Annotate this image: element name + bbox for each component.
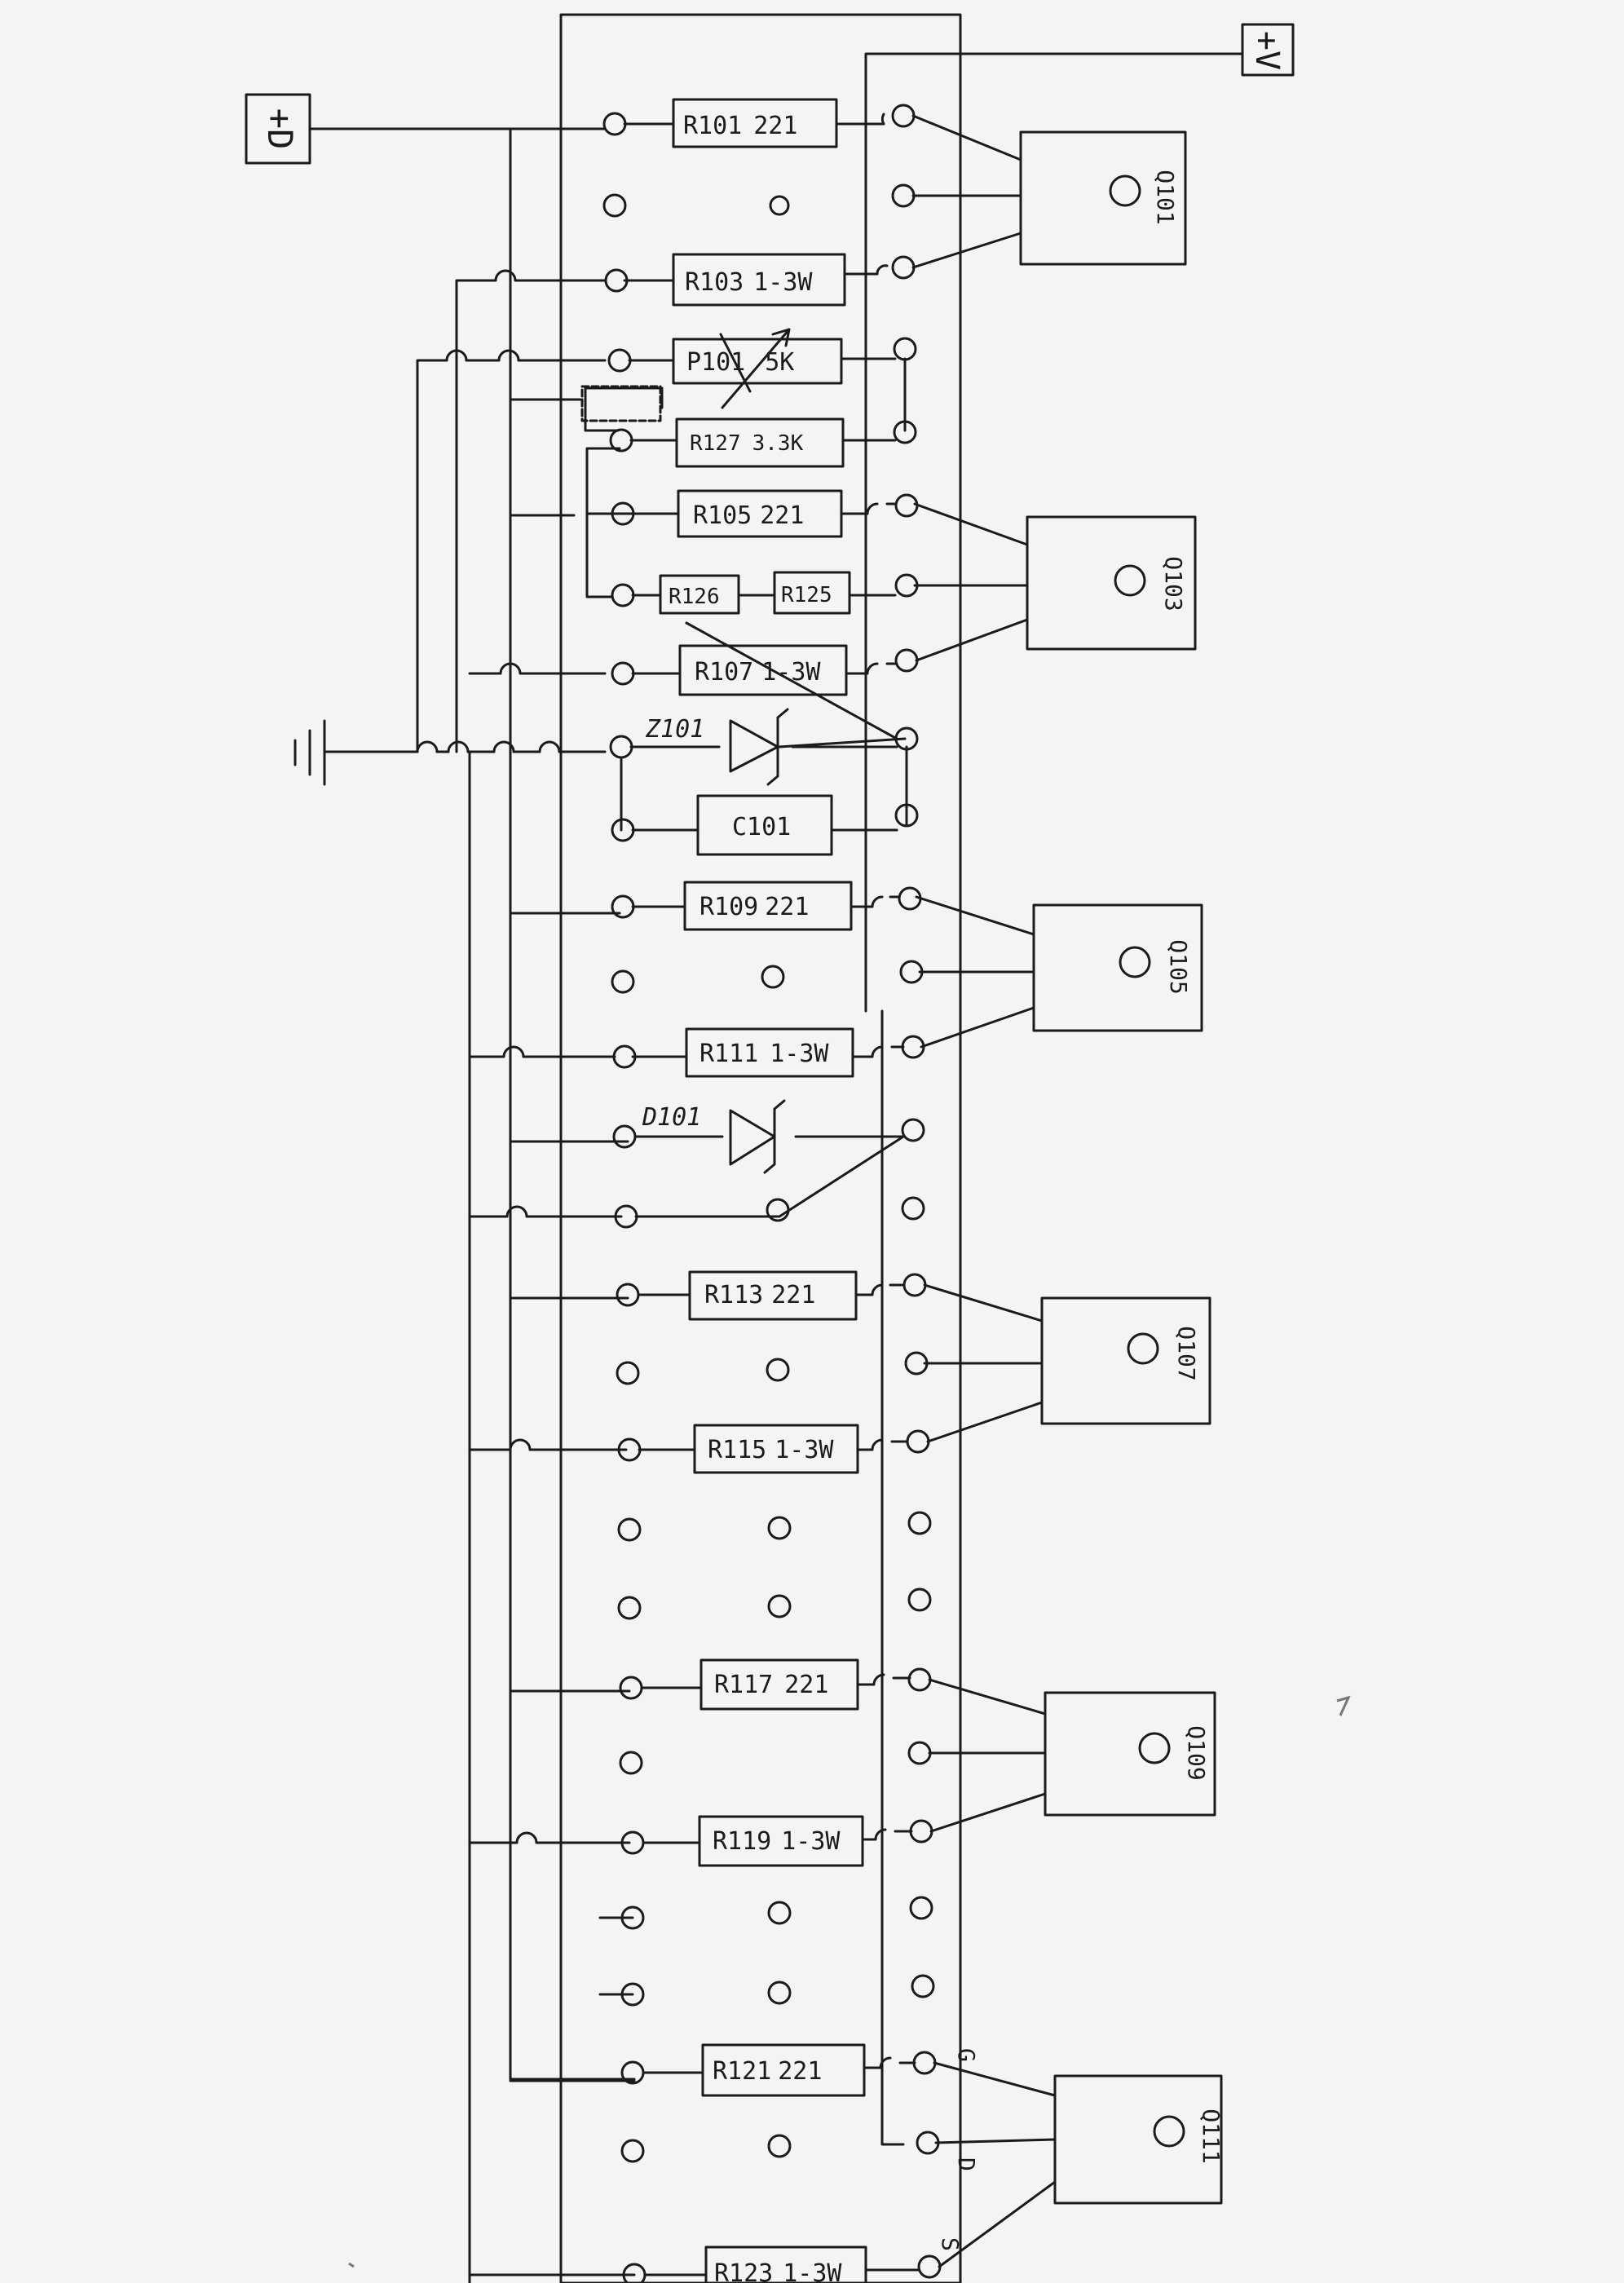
ground-bus-g bbox=[468, 1438, 628, 1451]
pin-label-drain: D bbox=[953, 2157, 980, 2171]
label-Z101: Z101 bbox=[645, 715, 704, 744]
right-pads bbox=[891, 104, 942, 2279]
scan-marks bbox=[348, 1695, 1351, 2268]
zener-diode-symbol bbox=[685, 621, 907, 786]
trim-arrow bbox=[721, 328, 791, 409]
pin-label-source: S bbox=[937, 2237, 964, 2251]
transistor-packages bbox=[1019, 130, 1223, 2205]
ground-bus-c bbox=[455, 269, 607, 753]
drain-taps bbox=[509, 398, 636, 2082]
label-Q111: Q111 bbox=[1198, 2109, 1225, 2163]
resistor-leads bbox=[598, 113, 920, 2276]
board-outline bbox=[559, 13, 962, 2283]
trim-resistor-stub bbox=[580, 385, 662, 422]
label-Q101: Q101 bbox=[1152, 170, 1179, 224]
label-Q103: Q103 bbox=[1160, 556, 1187, 611]
ground-symbol bbox=[293, 719, 607, 786]
drain-terminal-label: +D bbox=[260, 108, 300, 150]
ground-bus-a bbox=[416, 359, 607, 753]
diode-symbol bbox=[729, 1099, 786, 1174]
source-supply-wire bbox=[864, 52, 1244, 1013]
pin-label-gate: G bbox=[953, 2048, 980, 2062]
source-bus-wire bbox=[880, 1009, 905, 2146]
ground-bus-h bbox=[468, 1831, 631, 1844]
drain-bus bbox=[509, 127, 636, 2081]
left-pads bbox=[602, 112, 647, 2283]
ground-bus-e bbox=[468, 1045, 616, 1058]
label-Q107: Q107 bbox=[1173, 1326, 1200, 1380]
transistor-leads bbox=[911, 114, 1057, 2268]
ground-bus-d bbox=[468, 662, 607, 2283]
source-terminal-label: +V bbox=[1248, 31, 1286, 70]
middle-pads bbox=[761, 195, 792, 2158]
label-Q109: Q109 bbox=[1183, 1725, 1210, 1780]
label-R125: R125 bbox=[781, 583, 832, 607]
label-Q105: Q105 bbox=[1165, 939, 1192, 994]
resistor-bodies bbox=[659, 98, 867, 2283]
label-D101: D101 bbox=[642, 1103, 701, 1132]
feedback-wire bbox=[584, 386, 669, 598]
ground-bus-f bbox=[468, 1205, 623, 1218]
label-C101: C101 bbox=[732, 813, 791, 841]
source-terminal-box bbox=[1241, 23, 1295, 77]
label-R126: R126 bbox=[669, 585, 720, 609]
